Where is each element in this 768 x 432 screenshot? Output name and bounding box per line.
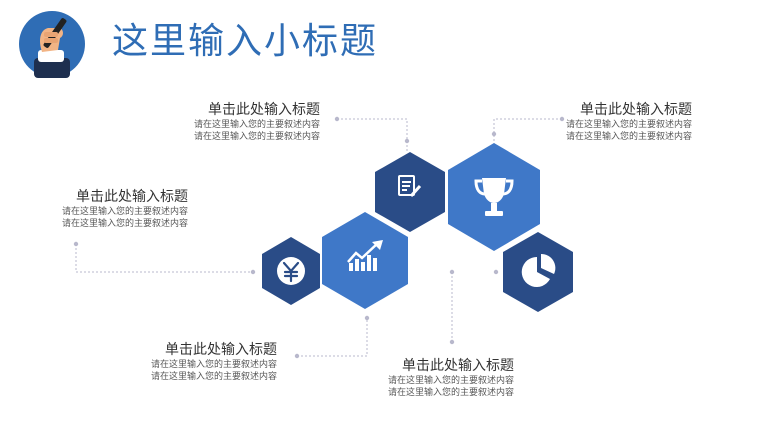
label-description: 请在这里输入您的主要叙述内容: [387, 376, 514, 386]
connector-dot: [559, 116, 565, 122]
label-heading: 单击此处输入标题: [165, 342, 277, 358]
label-bottom-right: 单击此处输入标题 请在这里输入您的主要叙述内容 请在这里输入您的主要叙述内容: [382, 357, 514, 399]
logo-hand-pen-icon: [19, 11, 85, 78]
label-description: 请在这里输入您的主要叙述内容: [61, 219, 188, 229]
yen-coin-icon: [277, 257, 305, 285]
connector-top-left: [337, 118, 408, 152]
trophy-icon: [474, 178, 514, 216]
document-pen-icon: [398, 175, 422, 198]
label-description: 请在这里输入您的主要叙述内容: [387, 388, 514, 398]
label-heading: 单击此处输入标题: [208, 102, 320, 118]
label-description: 请在这里输入您的主要叙述内容: [193, 132, 320, 142]
label-top-right: 单击此处输入标题 请在这里输入您的主要叙述内容 请在这里输入您的主要叙述内容: [560, 101, 692, 143]
connector-dot: [449, 339, 455, 345]
connector-top-right: [493, 118, 562, 145]
label-bottom-left: 单击此处输入标题 请在这里输入您的主要叙述内容 请在这里输入您的主要叙述内容: [145, 341, 277, 383]
connector-dot: [449, 269, 455, 275]
label-heading: 单击此处输入标题: [580, 102, 692, 118]
page-title: 这里输入小标题: [112, 21, 379, 62]
label-description: 请在这里输入您的主要叙述内容: [150, 360, 277, 370]
connector-bottom-left: [297, 318, 368, 357]
hexagon-pie: [503, 232, 573, 312]
connector-dot: [364, 315, 370, 321]
label-description: 请在这里输入您的主要叙述内容: [565, 132, 692, 142]
label-heading: 单击此处输入标题: [76, 189, 188, 205]
connector-dot: [493, 269, 499, 275]
hexagon-document: [375, 152, 445, 232]
connector-dot: [404, 138, 410, 144]
connector-dot: [250, 269, 256, 275]
connector-dot: [73, 241, 79, 247]
label-description: 请在这里输入您的主要叙述内容: [193, 120, 320, 130]
label-top-left: 单击此处输入标题 请在这里输入您的主要叙述内容 请在这里输入您的主要叙述内容: [188, 101, 320, 143]
label-heading: 单击此处输入标题: [402, 358, 514, 374]
connector-middle-left: [75, 244, 253, 273]
growth-chart-icon: [347, 240, 383, 271]
label-description: 请在这里输入您的主要叙述内容: [61, 207, 188, 217]
connector-dot: [491, 131, 497, 137]
label-middle-left: 单击此处输入标题 请在这里输入您的主要叙述内容 请在这里输入您的主要叙述内容: [56, 188, 188, 230]
label-description: 请在这里输入您的主要叙述内容: [150, 372, 277, 382]
hexagon-growth: [322, 212, 408, 309]
label-description: 请在这里输入您的主要叙述内容: [565, 120, 692, 130]
connector-dot: [294, 353, 300, 359]
connector-dot: [334, 116, 340, 122]
pie-chart-icon: [521, 253, 556, 287]
